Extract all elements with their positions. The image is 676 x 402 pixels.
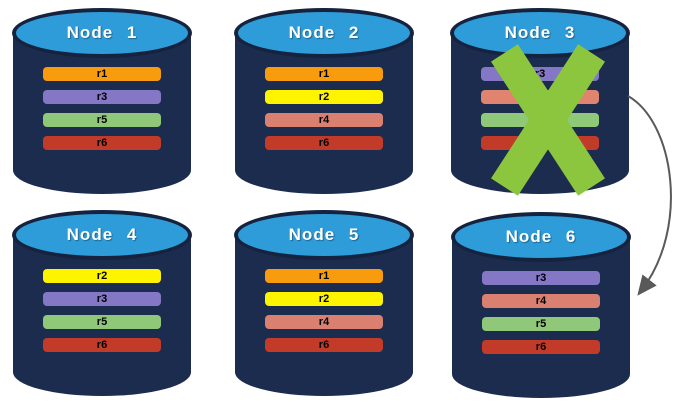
replica-label: r6 bbox=[318, 339, 330, 351]
replica-bar: r5 bbox=[43, 113, 161, 127]
replica-bar: r6 bbox=[43, 136, 161, 150]
node-title: Node 1 bbox=[66, 23, 138, 42]
node-title: Node 3 bbox=[504, 23, 576, 42]
replica-bar: r6 bbox=[43, 338, 161, 352]
replica-bar: r2 bbox=[265, 292, 383, 306]
replica-label: r3 bbox=[535, 272, 547, 284]
node-title: Node 2 bbox=[288, 23, 360, 42]
replica-label: r1 bbox=[318, 68, 330, 80]
replica-label: r4 bbox=[318, 114, 330, 126]
cylinder-top: Node 4 bbox=[12, 210, 192, 260]
cylinder-top: Node 2 bbox=[234, 8, 414, 58]
node-3-cylinder: Node 3 r3 r4 r5 r6 bbox=[450, 8, 630, 196]
replica-label: r6 bbox=[96, 137, 108, 149]
cylinder-top: Node 1 bbox=[12, 8, 192, 58]
replica-bar: r6 bbox=[482, 340, 600, 354]
replica-bar: r2 bbox=[43, 269, 161, 283]
replica-label: r3 bbox=[96, 293, 108, 305]
node-4-cylinder: Node 4 r2 r3 r5 r6 bbox=[12, 210, 192, 396]
replica-label: r5 bbox=[96, 316, 108, 328]
replica-label: r6 bbox=[535, 341, 547, 353]
replica-label: r6 bbox=[318, 137, 330, 149]
replica-bar: r6 bbox=[265, 338, 383, 352]
cylinder-top: Node 5 bbox=[234, 210, 414, 260]
replica-bar: r1 bbox=[265, 67, 383, 81]
replica-label: r1 bbox=[318, 270, 330, 282]
replica-label: r5 bbox=[96, 114, 108, 126]
replica-bar: r5 bbox=[43, 315, 161, 329]
replica-label: r4 bbox=[318, 316, 330, 328]
replica-bar: r4 bbox=[265, 113, 383, 127]
replica-bar: r3 bbox=[43, 292, 161, 306]
replica-label: r2 bbox=[318, 293, 330, 305]
replica-label: r4 bbox=[535, 295, 547, 307]
replica-label: r6 bbox=[96, 339, 108, 351]
node-title: Node 6 bbox=[505, 227, 577, 246]
node-1-cylinder: Node 1 r1 r3 r5 r6 bbox=[12, 8, 192, 194]
replica-bar: r2 bbox=[265, 90, 383, 104]
replica-bar: r1 bbox=[265, 269, 383, 283]
replica-list: r3 r4 r5 r6 bbox=[482, 271, 600, 354]
replica-bar: r3 bbox=[482, 271, 600, 285]
replica-label: r3 bbox=[534, 68, 546, 80]
replica-bar: r4 bbox=[265, 315, 383, 329]
replica-label: r1 bbox=[96, 68, 108, 80]
node-5-cylinder: Node 5 r1 r2 r4 r6 bbox=[234, 210, 414, 396]
replica-bar: r1 bbox=[43, 67, 161, 81]
node-title: Node 5 bbox=[288, 225, 360, 244]
replica-label: r3 bbox=[96, 91, 108, 103]
replica-bar: r4 bbox=[482, 294, 600, 308]
cylinder-top: Node 6 bbox=[451, 212, 631, 262]
replica-label: r5 bbox=[535, 318, 547, 330]
replica-label: r2 bbox=[96, 270, 108, 282]
replica-bar: r3 bbox=[43, 90, 161, 104]
node-6-cylinder: Node 6 r3 r4 r5 r6 bbox=[451, 212, 631, 398]
replica-label: r2 bbox=[318, 91, 330, 103]
replica-list: r1 r2 r4 r6 bbox=[265, 269, 383, 352]
replica-bar: r6 bbox=[265, 136, 383, 150]
replica-list: r1 r2 r4 r6 bbox=[265, 67, 383, 150]
cylinder-top: Node 3 bbox=[450, 8, 630, 58]
node-2-cylinder: Node 2 r1 r2 r4 r6 bbox=[234, 8, 414, 194]
node-title: Node 4 bbox=[66, 225, 138, 244]
replica-list: r1 r3 r5 r6 bbox=[43, 67, 161, 150]
replica-list: r2 r3 r5 r6 bbox=[43, 269, 161, 352]
replica-bar: r5 bbox=[482, 317, 600, 331]
